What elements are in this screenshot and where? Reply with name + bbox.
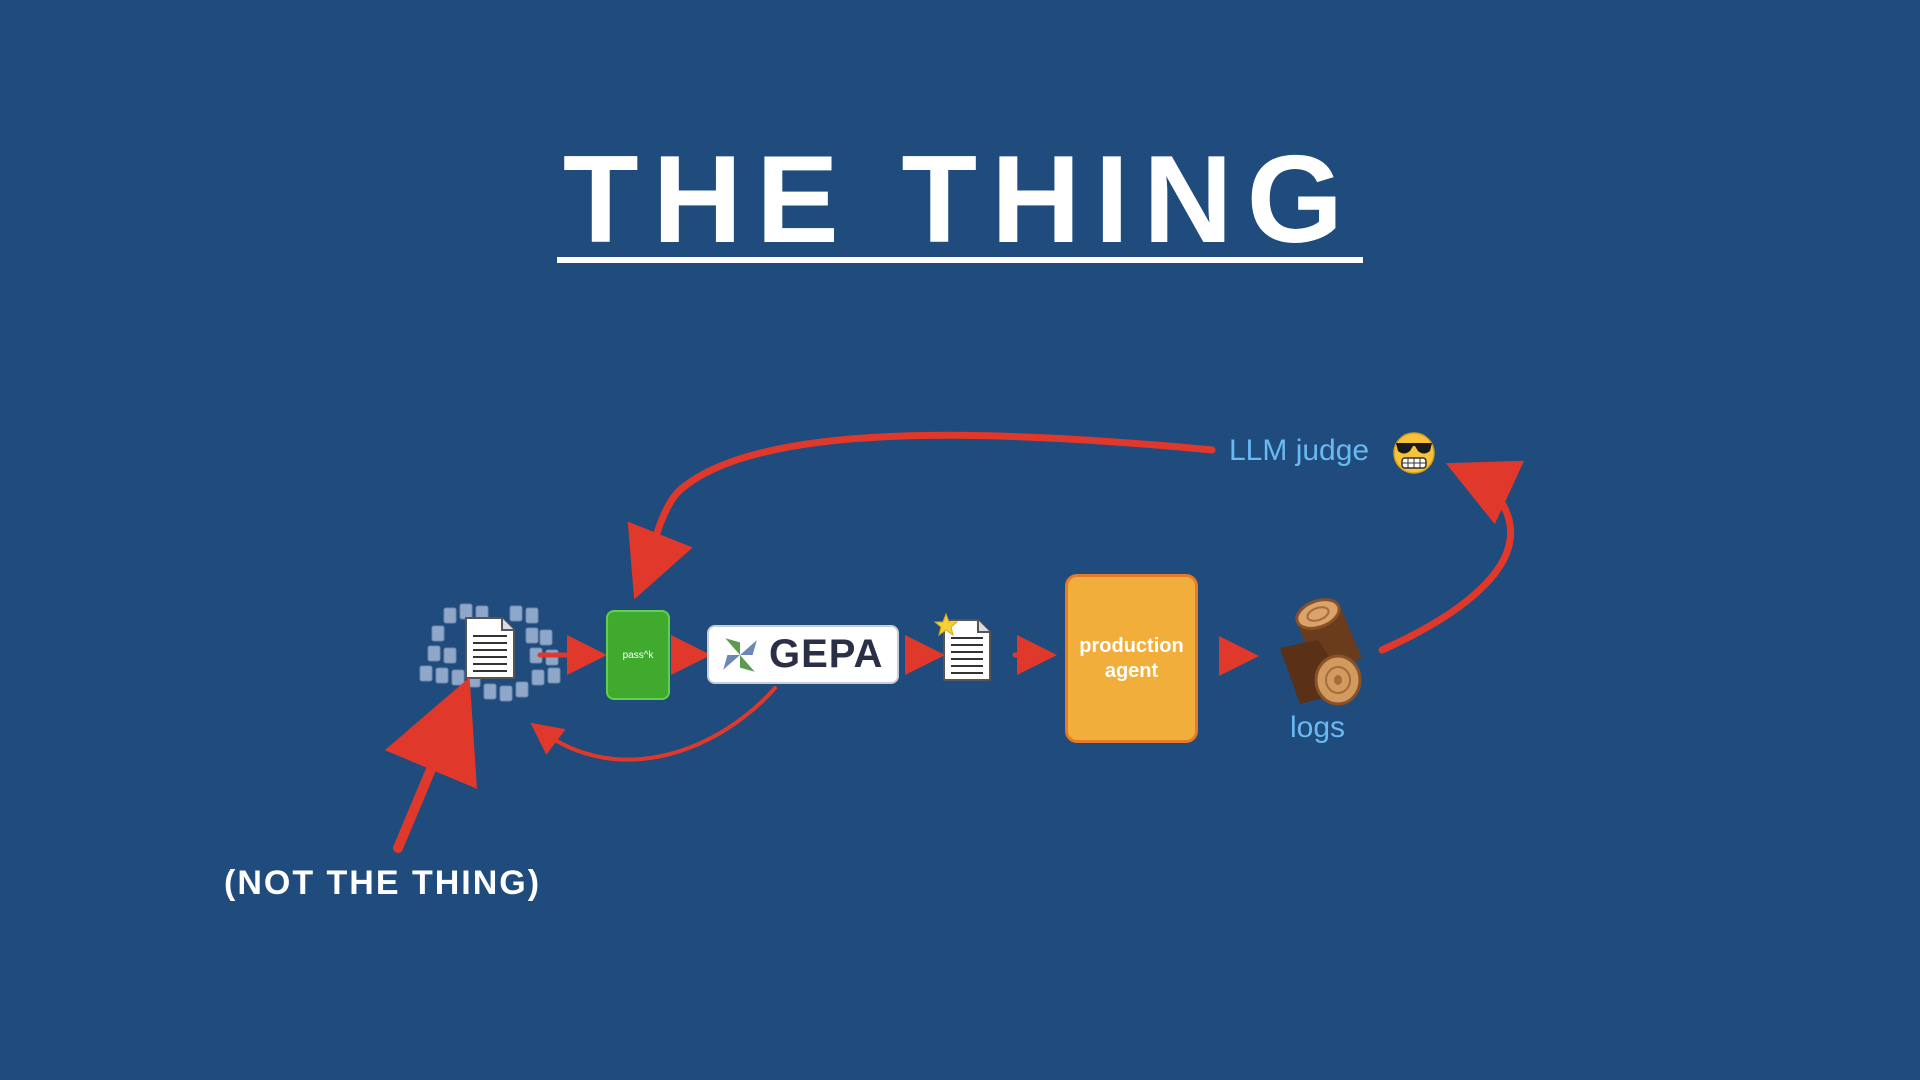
document-cluster-icon [419,603,561,702]
not-the-thing-label: (NOT THE THING) [224,864,542,902]
pass-k-label: pass^k [622,649,654,661]
arrow-logs-to-judge [1378,460,1525,654]
arrow-gepa-back-to-docs [530,686,777,762]
arrow-judge-to-pass [627,431,1216,600]
gepa-label: GEPA [769,632,884,676]
wood-logs-icon [1280,598,1362,706]
production-agent-label: production agent [1079,634,1184,682]
slide-title: THE THING [562,131,1358,269]
pass-k-box: pass^k [606,610,670,700]
starred-document-icon [933,612,991,681]
gepa-box: GEPA [707,625,899,684]
llm-judge-label: LLM judge [1229,434,1370,467]
production-agent-box: production agent [1065,574,1198,743]
logs-label: logs [1290,711,1346,744]
sunglasses-grimace-emoji-icon [1393,432,1435,474]
title-underline [557,257,1363,263]
gepa-pinwheel-icon [723,637,757,672]
arrow-not-thing-to-docs [384,677,478,853]
